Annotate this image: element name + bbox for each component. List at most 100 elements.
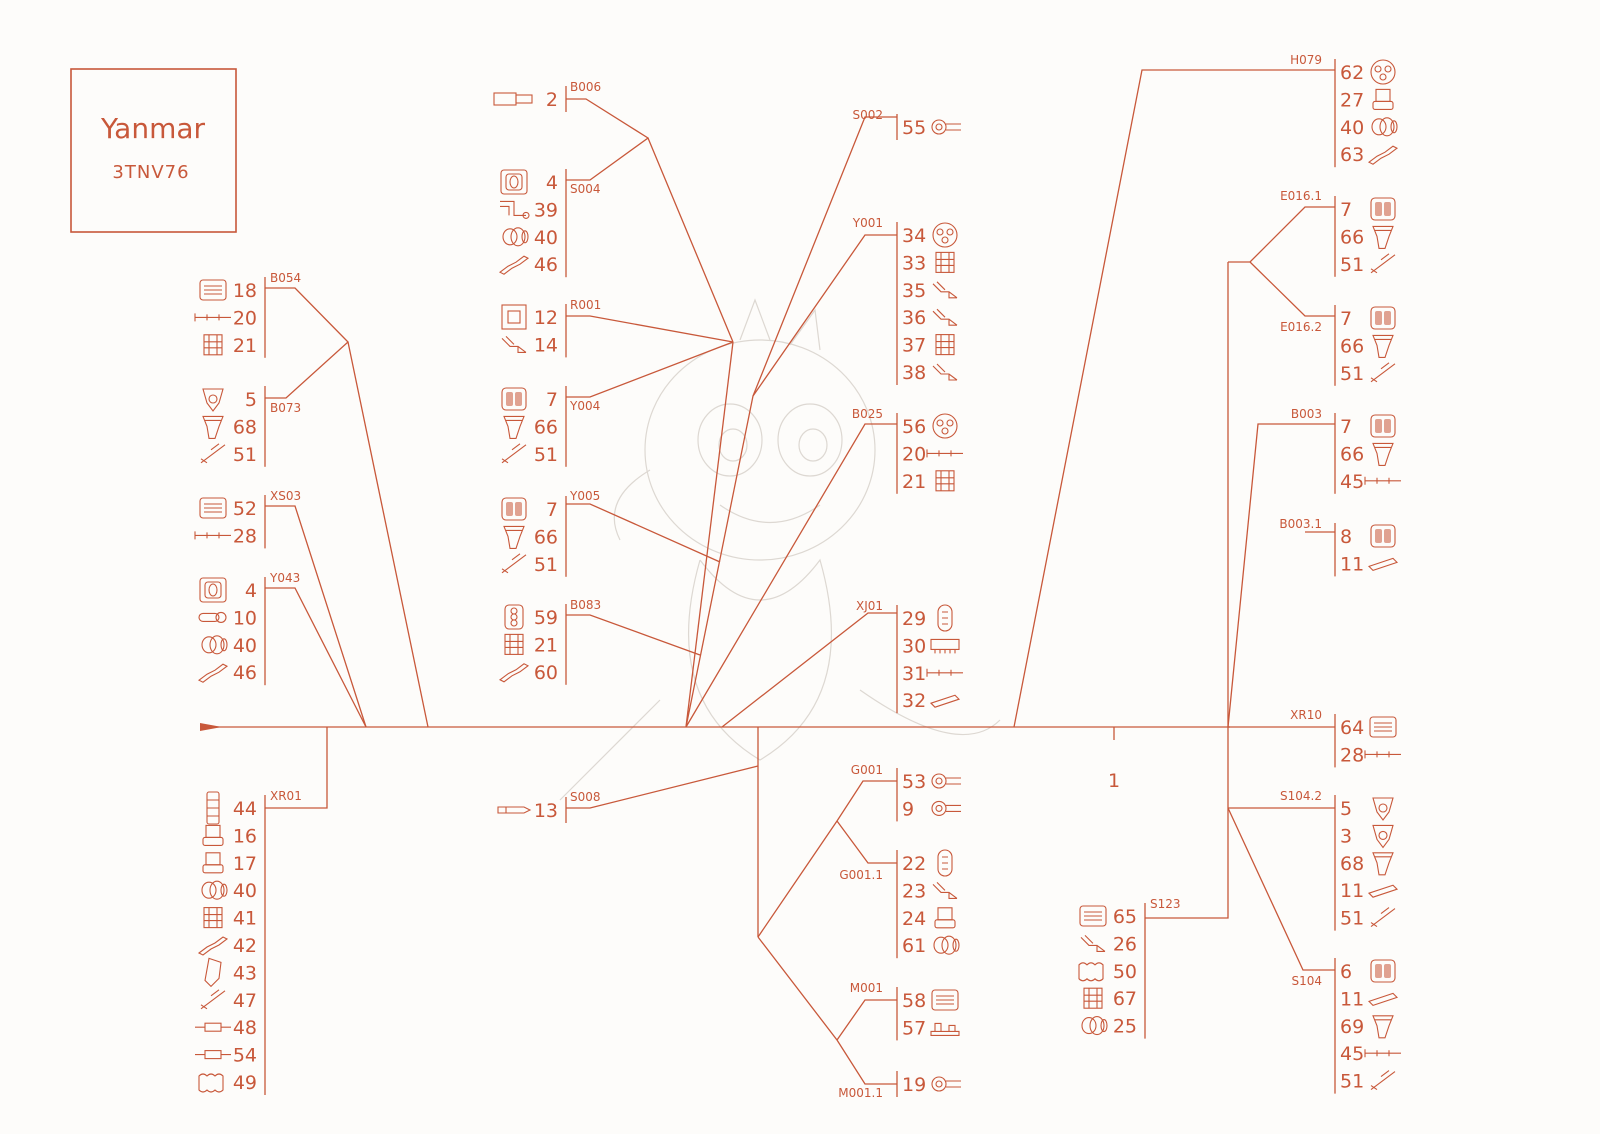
part-number: 6 xyxy=(1340,961,1352,983)
pin-terminal-icon xyxy=(200,989,226,1010)
group-label: XS03 xyxy=(270,489,301,503)
part-number: 18 xyxy=(233,280,257,302)
terminal-block-icon xyxy=(504,633,524,655)
crimp-terminal-icon xyxy=(498,255,530,275)
ring-terminal-icon xyxy=(931,800,961,816)
group-label: S123 xyxy=(1150,897,1181,911)
part-number: 10 xyxy=(233,607,257,629)
two-pin-connector-icon xyxy=(1370,414,1396,438)
wedge-lock-icon xyxy=(503,525,525,549)
group-label: Y043 xyxy=(269,571,300,585)
round-connector-icon xyxy=(932,413,958,439)
crimp-terminal-icon xyxy=(197,663,229,683)
wedge-lock-icon xyxy=(503,415,525,439)
part-number: 66 xyxy=(534,416,558,438)
wire-e016 xyxy=(1228,206,1335,317)
wedge-lock-icon xyxy=(1372,334,1394,358)
wire-y004 xyxy=(566,341,734,398)
part-number: 58 xyxy=(902,990,926,1012)
group-label: B003 xyxy=(1291,407,1322,421)
multi-pin-connector-icon xyxy=(199,279,227,301)
part-number: 19 xyxy=(902,1074,926,1096)
wire-center-bundle xyxy=(685,341,734,728)
part-number: 39 xyxy=(534,199,558,221)
wedge-lock-icon xyxy=(1372,225,1394,249)
socket-icon xyxy=(934,907,956,929)
part-number: 5 xyxy=(1340,798,1352,820)
seal-icon xyxy=(1371,117,1398,137)
group-label: B003.1 xyxy=(1279,517,1322,531)
part-number: 31 xyxy=(902,663,926,685)
group-label: M001.1 xyxy=(838,1086,883,1100)
group-label: E016.1 xyxy=(1280,189,1322,203)
part-number: 66 xyxy=(1340,226,1364,248)
seal-icon xyxy=(933,935,960,955)
long-pin-icon xyxy=(926,449,963,458)
part-number: 8 xyxy=(1340,526,1352,548)
wire-b025 xyxy=(685,423,897,728)
multi-pin-connector-icon xyxy=(1079,905,1107,927)
group-label: XR01 xyxy=(270,789,302,803)
inline-fuse-icon xyxy=(195,1022,231,1032)
wire-b006-s004 xyxy=(566,98,734,343)
wire-h079 xyxy=(1013,69,1335,728)
two-pin-connector-icon xyxy=(1370,306,1396,330)
terminal-block-icon xyxy=(935,251,955,273)
seal-icon xyxy=(502,227,529,247)
corrugated-boot-icon xyxy=(198,1073,224,1093)
part-number: 11 xyxy=(1340,880,1364,902)
socket-icon xyxy=(202,824,224,846)
group-label: H079 xyxy=(1290,53,1322,67)
group-label: G001 xyxy=(851,763,883,777)
wire-b083 xyxy=(566,614,701,656)
part-number: 69 xyxy=(1340,1016,1364,1038)
base-plate-icon xyxy=(930,1022,960,1036)
group-label: B083 xyxy=(570,598,601,612)
fuse-holder-icon xyxy=(493,92,533,106)
group-label: XJ01 xyxy=(856,599,883,613)
group-label: S008 xyxy=(570,790,601,804)
terminal-block-icon xyxy=(203,334,223,356)
connector-groups: B0062S0044394046R0011214Y00476651Y005766… xyxy=(194,53,1401,1100)
part-number: 46 xyxy=(534,254,558,276)
part-number: 25 xyxy=(1113,1016,1137,1038)
part-number: 51 xyxy=(233,444,257,466)
pin-terminal-icon xyxy=(1370,253,1396,274)
part-number: 44 xyxy=(233,798,257,820)
part-number: 34 xyxy=(902,225,926,247)
sleeve-icon xyxy=(1367,557,1399,572)
part-number: 3 xyxy=(1340,825,1352,847)
title-make: Yanmar xyxy=(100,112,206,145)
part-number: 66 xyxy=(1340,335,1364,357)
sleeve-icon xyxy=(929,694,961,708)
part-number: 29 xyxy=(902,608,926,630)
round-connector-icon xyxy=(1370,59,1396,85)
socket-icon xyxy=(1372,88,1394,110)
part-number: 2 xyxy=(546,89,558,111)
part-number: 41 xyxy=(233,908,257,930)
blade-terminal-icon xyxy=(932,308,958,326)
part-number: 56 xyxy=(902,416,926,438)
part-number: 21 xyxy=(233,335,257,357)
part-number: 40 xyxy=(1340,117,1364,139)
part-number: 62 xyxy=(1340,62,1364,84)
part-number: 7 xyxy=(1340,416,1352,438)
oval-connector-icon xyxy=(937,604,953,632)
part-number: 68 xyxy=(1340,853,1364,875)
bolt-terminal-icon xyxy=(198,611,227,623)
wire-b003 xyxy=(1227,423,1335,728)
group-label: G001.1 xyxy=(839,868,883,882)
wedge-lock-icon xyxy=(1372,442,1394,466)
pin-terminal-icon xyxy=(501,553,527,574)
